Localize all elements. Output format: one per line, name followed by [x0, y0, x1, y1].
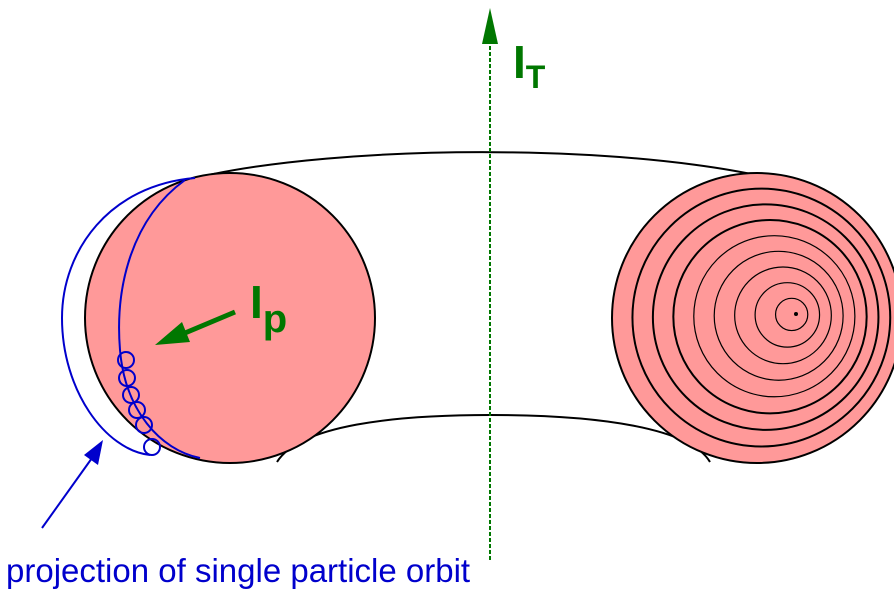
- plasma-current-label: Ip: [250, 276, 287, 341]
- flux-surface-6: [734, 266, 832, 365]
- caption-pointer-arrowhead: [84, 440, 103, 465]
- gyration-circle: [117, 351, 135, 369]
- plasma-current-arrowhead: [155, 322, 190, 345]
- toroidal-current-arrowhead: [482, 8, 498, 44]
- gyration-circle: [143, 438, 161, 456]
- plasma-current-subscript: p: [263, 297, 287, 341]
- flux-surfaces: [631, 187, 892, 448]
- orbit-caption: projection of single particle orbit: [6, 552, 470, 589]
- gyration-circle: [118, 369, 136, 387]
- left-plasma-cross-section: [84, 172, 376, 464]
- orbit-inner-arc: [118, 179, 201, 459]
- caption-pointer-arrow: [41, 457, 93, 529]
- toroidal-current-label: IT: [513, 36, 546, 95]
- right-plasma-cross-section: [611, 172, 894, 464]
- gyration-circle: [135, 416, 153, 434]
- flux-surface-3: [672, 219, 868, 415]
- flux-surface-7: [754, 282, 821, 348]
- orbit-outer-arc: [60, 177, 196, 456]
- flux-surface-5: [713, 250, 844, 381]
- flux-surface-1: [631, 187, 892, 448]
- torus-inner-outline: [276, 413, 711, 463]
- flux-surface-2: [651, 203, 880, 431]
- gyration-circles: [117, 351, 161, 456]
- flux-surface-8: [774, 297, 809, 332]
- flux-surface-4: [693, 235, 856, 398]
- gyration-circle: [122, 386, 140, 404]
- toroidal-current-subscript: T: [526, 59, 546, 95]
- particle-orbit: [60, 177, 201, 459]
- magnetic-axis-dot: [794, 312, 798, 316]
- gyration-circle: [128, 401, 146, 419]
- plasma-current-arrow: [184, 309, 236, 336]
- right-plasma-outline: [611, 172, 894, 464]
